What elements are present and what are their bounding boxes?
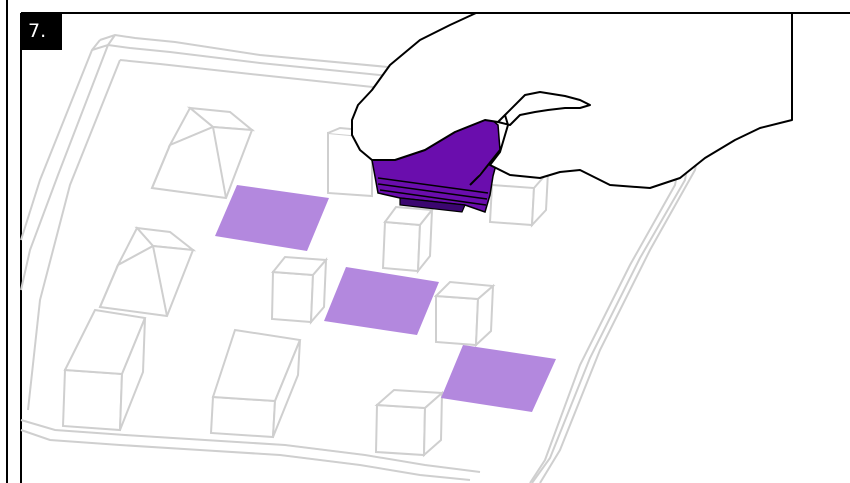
block-cube-left-middle: [270, 255, 329, 325]
block-cube-right-upper: [488, 169, 550, 228]
block-rect-bottom-center: [209, 328, 302, 439]
block-rect-bottom-left: [61, 308, 147, 432]
block-trapezoid-1: [150, 106, 256, 200]
block-cube-right-middle: [433, 280, 496, 348]
hand-icon: [351, 12, 793, 189]
step-number-badge: 7.: [21, 13, 62, 50]
block-cube-bottom-right: [374, 388, 445, 458]
purple-patch-upper-left: [215, 185, 329, 251]
purple-patch-center: [324, 267, 439, 335]
purple-patch-lower-right: [441, 345, 556, 412]
purple-patches: [215, 185, 556, 412]
block-cube-center: [381, 205, 434, 275]
block-trapezoid-2: [98, 226, 197, 318]
